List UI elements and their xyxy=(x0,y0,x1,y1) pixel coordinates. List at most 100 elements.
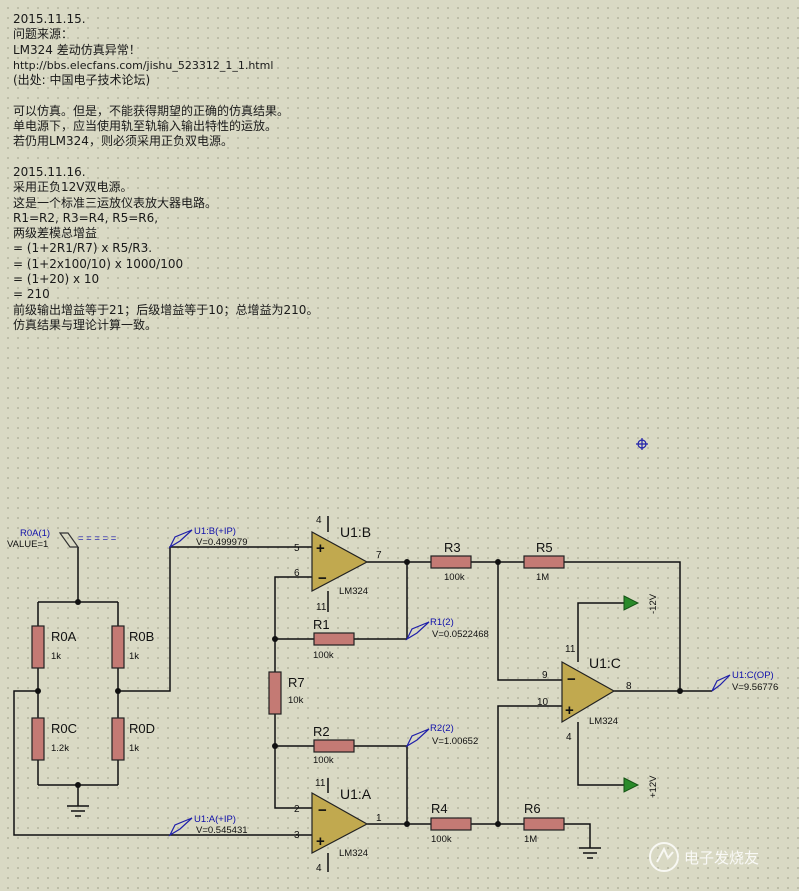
note-line: R1=R2, R3=R4, R5=R6, xyxy=(13,210,159,225)
resistor-r2[interactable]: R2 100k xyxy=(313,724,355,766)
note-line: 2015.11.15. xyxy=(13,12,86,26)
probe-value: V=0.545431 xyxy=(196,825,248,836)
resistor-value: 100k xyxy=(313,650,334,661)
probe-value: V=1.00652 xyxy=(432,736,478,747)
probe-value: V=0.0522468 xyxy=(432,629,489,640)
note-line: (出处: 中国电子技术论坛) xyxy=(13,73,151,88)
resistor-value: 1k xyxy=(129,651,139,662)
note-line: 可以仿真。但是，不能获得期望的正确的仿真结果。 xyxy=(13,103,290,118)
resistor-r1[interactable]: R1 100k xyxy=(313,617,355,661)
pin-number: 11 xyxy=(315,778,326,789)
resistor-r0a[interactable]: R0A 1k xyxy=(31,625,77,669)
pin-number: 7 xyxy=(376,550,382,561)
note-line: 仿真结果与理论计算一致。 xyxy=(13,317,158,332)
resistor-r4[interactable]: R4 100k xyxy=(430,801,472,845)
pin-number: 4 xyxy=(316,515,322,526)
opamp-u1c[interactable]: − + U1:C LM324 9 10 8 11 4 xyxy=(537,644,632,743)
opamp-part: LM324 xyxy=(339,586,368,597)
probe-icon xyxy=(711,674,731,692)
opamp-part: LM324 xyxy=(339,848,368,859)
rail-positive-12v[interactable]: +12V xyxy=(623,775,659,798)
ground-r6 xyxy=(579,847,601,859)
probe-label: U1:A(+IP) xyxy=(194,814,236,825)
note-line: = 210 xyxy=(13,287,50,302)
pin-number: 8 xyxy=(626,681,632,692)
watermark-text: 电子发烧友 xyxy=(684,850,759,867)
source-flag: = = = = = xyxy=(78,533,117,544)
resistor-value: 100k xyxy=(431,834,452,845)
note-line: 前级输出增益等于21；后级增益等于10；总增益为210。 xyxy=(13,302,319,317)
probe-label: R2(2) xyxy=(430,723,454,734)
probe-icon xyxy=(168,529,193,549)
resistor-value: 1k xyxy=(51,651,61,662)
resistor-r0b[interactable]: R0B 1k xyxy=(111,625,154,669)
note-line: 若仍用LM324，则必须采用正负双电源。 xyxy=(13,134,233,149)
resistor-name: R0A xyxy=(51,629,77,644)
resistor-value: 1k xyxy=(129,743,139,754)
resistor-name: R5 xyxy=(536,540,553,555)
probe-u1b-ip[interactable]: U1:B(+IP) V=0.499979 xyxy=(168,526,248,549)
origin-marker-icon xyxy=(636,438,648,450)
rail-negative-12v[interactable]: -12V xyxy=(623,593,659,614)
probe-r1-2[interactable]: R1(2) V=0.0522468 xyxy=(405,617,489,641)
note-line: LM324 差动仿真异常！ xyxy=(13,42,141,57)
terminal-flag-icon xyxy=(58,532,80,548)
watermark-logo-icon xyxy=(649,842,679,872)
pin-number: 11 xyxy=(316,602,327,613)
resistor-r0d[interactable]: R0D 1k xyxy=(111,717,155,761)
resistor-r3[interactable]: R3 100k xyxy=(430,540,472,583)
minus-sign: − xyxy=(318,802,327,819)
probe-u1c-op[interactable]: U1:C(OP) V=9.56776 xyxy=(711,670,778,693)
minus-sign: − xyxy=(318,570,327,587)
source-terminal-r0a[interactable]: R0A(1) VALUE=1 = = = = = xyxy=(7,528,117,550)
plus-sign: + xyxy=(316,833,325,850)
pin-number: 6 xyxy=(294,568,300,579)
pin-number: 5 xyxy=(294,543,300,554)
watermark: 电子发烧友 xyxy=(649,842,759,872)
ground-icon xyxy=(579,847,601,859)
resistor-name: R1 xyxy=(313,617,330,632)
notes-text: 2015.11.15.问题来源：LM324 差动仿真异常！http://bbs.… xyxy=(13,12,318,333)
source-value: VALUE=1 xyxy=(7,539,48,550)
note-line: 单电源下，应当使用轨至轨输入输出特性的运放。 xyxy=(13,119,278,134)
probe-label: U1:B(+IP) xyxy=(194,526,236,537)
note-line: 这是一个标准三运放仪表放大器电路。 xyxy=(13,195,218,210)
opamp-u1b[interactable]: + − U1:B LM324 5 6 7 4 11 xyxy=(294,515,382,613)
ground-bridge xyxy=(67,805,89,817)
probe-icon xyxy=(405,728,430,748)
probe-value: V=0.499979 xyxy=(196,537,248,548)
probe-label: R1(2) xyxy=(430,617,454,628)
note-line: = (1+20) x 10 xyxy=(13,272,100,287)
resistor-value: 100k xyxy=(444,572,465,583)
resistor-r6[interactable]: R6 1M xyxy=(523,801,565,845)
plus-sign: + xyxy=(316,540,325,557)
resistor-value: 100k xyxy=(313,755,334,766)
opamp-u1a[interactable]: − + U1:A LM324 2 3 1 11 4 xyxy=(294,778,382,874)
note-line: 2015.11.16. xyxy=(13,164,86,179)
pin-number: 3 xyxy=(294,830,300,841)
resistor-value: 1M xyxy=(524,834,537,845)
probe-r2-2[interactable]: R2(2) V=1.00652 xyxy=(405,723,478,748)
probe-icon xyxy=(405,621,430,641)
rail-arrow-icon xyxy=(623,595,640,611)
resistor-r7[interactable]: R7 10k xyxy=(268,671,305,715)
opamp-name: U1:A xyxy=(340,786,372,802)
pin-number: 4 xyxy=(566,732,572,743)
resistor-name: R2 xyxy=(313,724,330,739)
resistor-name: R0B xyxy=(129,629,154,644)
resistor-r0c[interactable]: R0C 1.2k xyxy=(31,717,77,761)
source-label: R0A(1) xyxy=(20,528,50,539)
resistor-name: R0D xyxy=(129,721,155,736)
pin-number: 11 xyxy=(565,644,576,655)
note-line: http://bbs.elecfans.com/jishu_523312_1_1… xyxy=(13,58,274,72)
resistor-name: R3 xyxy=(444,540,461,555)
resistor-r5[interactable]: R5 1M xyxy=(523,540,565,583)
rail-arrow-icon xyxy=(623,777,640,793)
pin-number: 1 xyxy=(376,813,382,824)
resistor-value: 10k xyxy=(288,695,304,706)
ground-icon xyxy=(67,805,89,817)
resistor-value: 1M xyxy=(536,572,549,583)
resistor-name: R6 xyxy=(524,801,541,816)
probe-u1a-ip[interactable]: U1:A(+IP) V=0.545431 xyxy=(168,814,248,837)
